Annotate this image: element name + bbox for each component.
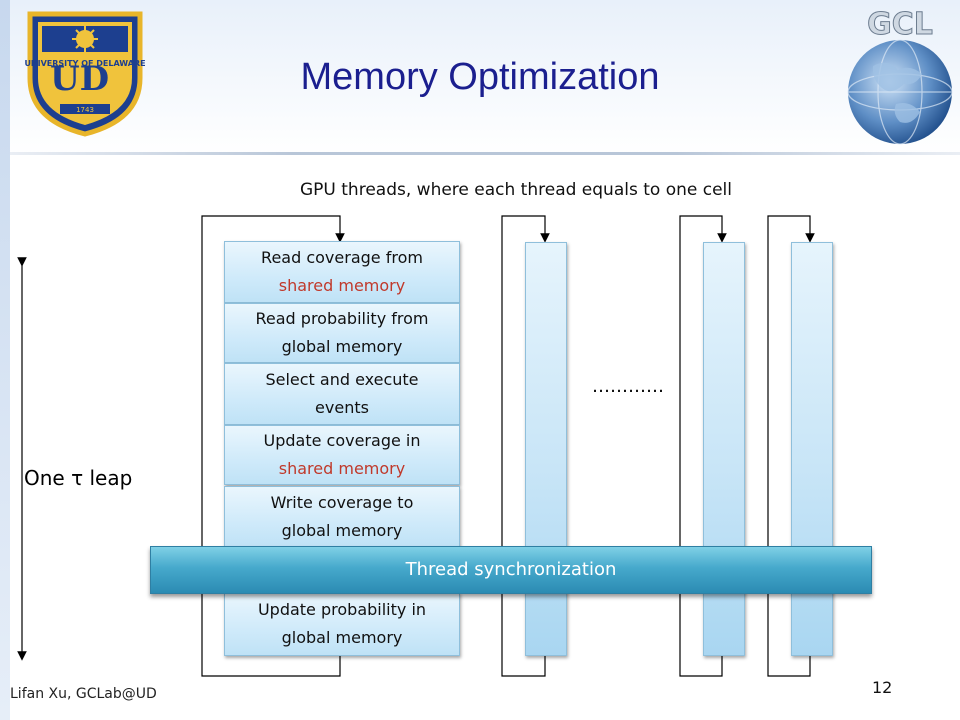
step-line: global memory xyxy=(281,628,403,647)
step-line: global memory xyxy=(281,337,403,356)
svg-text:GCL: GCL xyxy=(867,7,933,42)
step-line: Select and execute xyxy=(265,370,419,389)
footer-author: Lifan Xu, GCLab@UD xyxy=(10,686,157,702)
slide-header xyxy=(0,0,960,155)
step-update-probability-global: Update probability in global memory xyxy=(224,592,460,656)
gcl-globe-logo-icon: GCL xyxy=(847,7,953,145)
step-line: Write coverage to xyxy=(270,493,414,512)
svg-text:1743: 1743 xyxy=(76,106,94,114)
header-divider xyxy=(10,152,960,155)
step-line: global memory xyxy=(281,521,403,540)
step-write-coverage-global: Write coverage to global memory xyxy=(224,486,460,548)
thread-synchronization-bar: Thread synchronization xyxy=(150,546,872,594)
thread-4-loop-line xyxy=(767,215,815,677)
page-number: 12 xyxy=(872,678,893,697)
thread-2-loop-line xyxy=(501,215,550,677)
svg-text:UNIVERSITY OF DELAWARE: UNIVERSITY OF DELAWARE xyxy=(24,59,145,68)
gpu-threads-caption: GPU threads, where each thread equals to… xyxy=(300,180,732,200)
left-accent-strip xyxy=(0,0,10,720)
step-line-highlight: shared memory xyxy=(278,459,406,478)
thread-1-loop-line xyxy=(201,215,345,677)
tau-leap-label: One τ leap xyxy=(24,466,133,490)
thread-3-loop-line xyxy=(679,215,727,677)
step-select-execute-events: Select and execute events xyxy=(224,363,460,425)
step-read-probability-global: Read probability from global memory xyxy=(224,303,460,363)
step-line: Update coverage in xyxy=(263,431,421,450)
step-line: events xyxy=(315,398,369,417)
step-line-highlight: shared memory xyxy=(278,276,406,295)
svg-text:UD: UD xyxy=(50,59,109,99)
more-threads-ellipsis: ………… xyxy=(592,376,664,397)
step-line: Read probability from xyxy=(255,309,429,328)
step-update-coverage-shared: Update coverage in shared memory xyxy=(224,425,460,485)
step-read-coverage-shared: Read coverage from shared memory xyxy=(224,241,460,303)
university-of-delaware-logo-icon: UD UNIVERSITY OF DELAWARE 1743 xyxy=(24,11,146,137)
slide-title: Memory Optimization xyxy=(300,56,660,98)
step-line: Read coverage from xyxy=(261,248,423,267)
step-line: Update probability in xyxy=(257,600,427,619)
